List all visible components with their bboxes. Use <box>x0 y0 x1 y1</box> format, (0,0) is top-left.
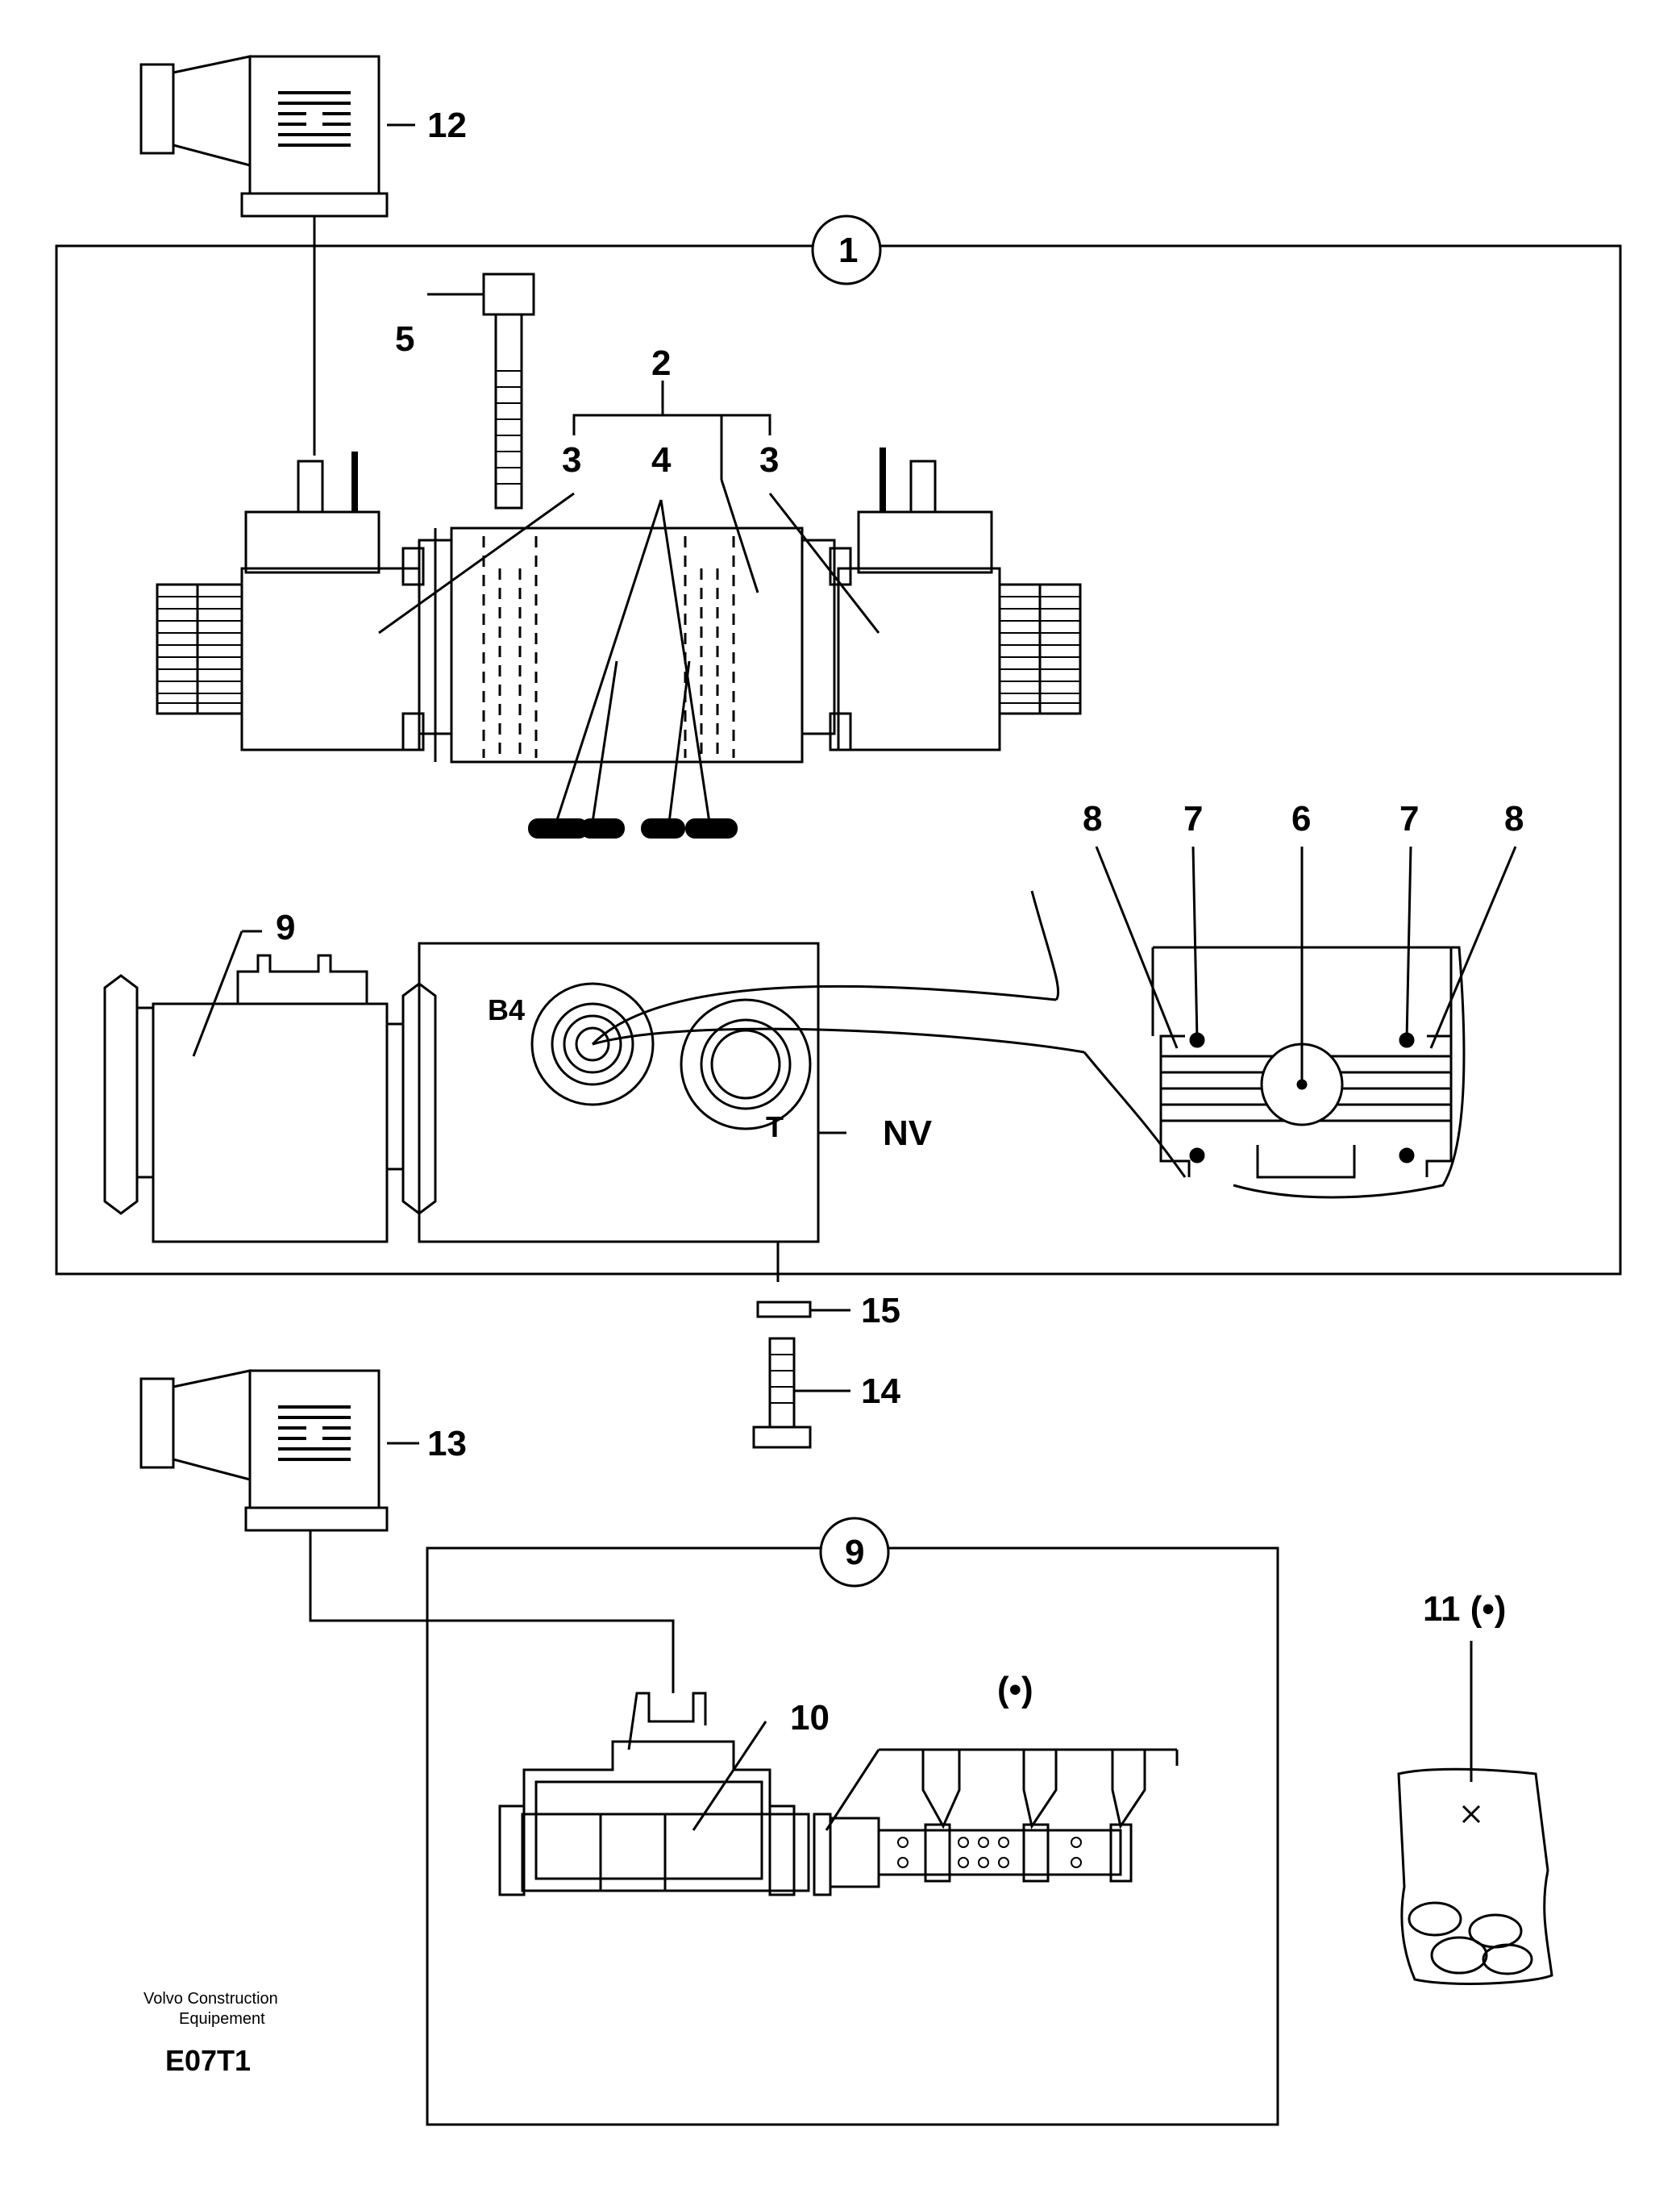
connector-13 <box>139 1369 675 1693</box>
callout-13: 13 <box>427 1424 467 1463</box>
callout-6: 6 <box>1291 799 1311 839</box>
nv-label: NV <box>883 1113 933 1153</box>
callout-9: 9 <box>276 908 295 947</box>
solenoid-cartridge-10 <box>498 1692 1179 1896</box>
brand-line-1: Volvo Construction <box>143 1990 278 2008</box>
solenoid-valve <box>156 415 1082 823</box>
callout-14: 14 <box>861 1371 900 1411</box>
callout-8-left: 8 <box>1083 799 1102 839</box>
solenoid-9 <box>103 930 437 1243</box>
callout-3-left: 3 <box>562 440 581 480</box>
callout-2: 2 <box>651 343 671 383</box>
seal-kit-bag-11 <box>1397 1641 1553 1985</box>
callout-11: 11 (•) <box>1423 1589 1506 1629</box>
callout-12: 12 <box>427 106 467 145</box>
callout-1: 1 <box>838 231 858 270</box>
assembly-9-frame <box>426 1517 1279 2126</box>
callout-3-right: 3 <box>759 440 779 480</box>
o-rings-4 <box>528 818 738 839</box>
drawing-code: E07T1 <box>165 2044 251 2077</box>
callout-5: 5 <box>395 319 414 359</box>
check-valve-detail <box>1030 846 1517 1199</box>
callout-9-box: 9 <box>845 1533 864 1572</box>
callout-10: 10 <box>790 1698 830 1738</box>
port-t-label: T <box>766 1110 784 1143</box>
bracket-2 <box>572 381 771 435</box>
assembly-1-frame <box>55 214 1622 1276</box>
bolt-5 <box>427 273 535 510</box>
callout-8-right: 8 <box>1504 799 1524 839</box>
callout-dot: (•) <box>997 1670 1033 1709</box>
brand-line-2: Equipement <box>179 2010 265 2028</box>
connector-12 <box>139 55 415 456</box>
callout-7-right: 7 <box>1399 799 1419 839</box>
nv-block <box>418 942 1085 1282</box>
bolt-14 <box>752 1337 850 1449</box>
washer-15 <box>756 1301 850 1318</box>
callout-4: 4 <box>651 440 672 480</box>
port-b4-label: B4 <box>488 993 525 1026</box>
callout-7-left: 7 <box>1183 799 1203 839</box>
callout-15: 15 <box>861 1291 900 1330</box>
